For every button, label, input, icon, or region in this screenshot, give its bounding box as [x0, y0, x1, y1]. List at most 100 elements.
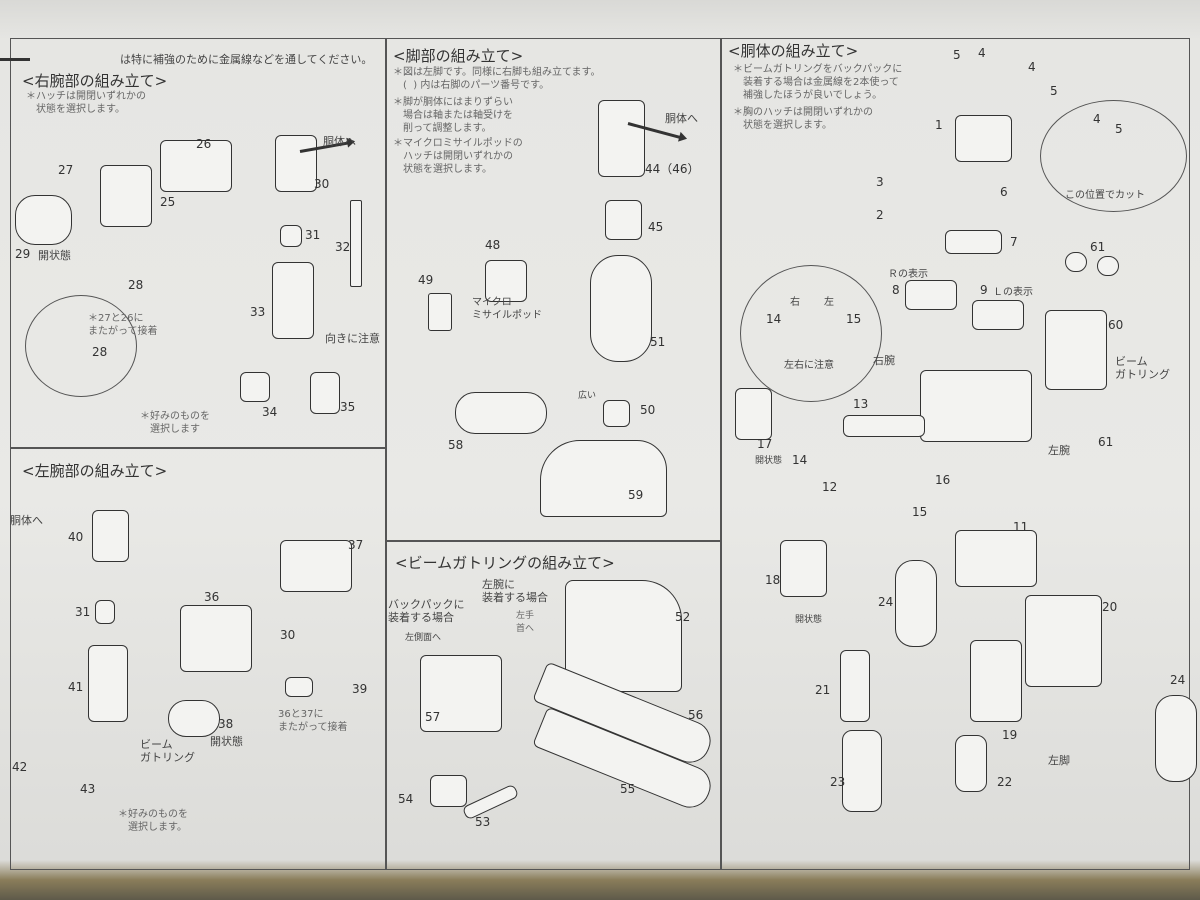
- part-drawing: [945, 230, 1002, 254]
- part-drawing: [603, 400, 630, 427]
- part-number: 6: [1000, 185, 1008, 199]
- detail-bubble: [740, 265, 882, 402]
- part-drawing: [272, 262, 314, 339]
- left-label: 左: [824, 297, 834, 308]
- part-number: 55: [620, 782, 636, 796]
- part-number: 23: [830, 775, 846, 789]
- part-number: 3: [876, 175, 884, 189]
- to-body-label: 胴体へ: [323, 135, 356, 148]
- part-drawing: [455, 392, 547, 434]
- part-number: 60: [1108, 318, 1124, 332]
- r-mark-label: Ｒの表示: [888, 269, 928, 280]
- part-number: 17: [757, 437, 773, 451]
- mount-target-label: 左側面へ: [405, 633, 442, 643]
- part-drawing: [428, 293, 452, 331]
- part-drawing: [100, 165, 152, 227]
- part-number: 4: [1028, 60, 1036, 74]
- part-number: 26: [196, 137, 212, 151]
- part-drawing: [1045, 310, 1107, 390]
- right-label: 右: [790, 297, 800, 308]
- part-number: 53: [475, 815, 491, 829]
- part-drawing: [485, 260, 527, 302]
- l-mark-label: Ｌの表示: [993, 287, 1033, 298]
- part-drawing: [598, 100, 645, 177]
- part-number: 5: [953, 48, 961, 62]
- part-number: 15: [912, 505, 928, 519]
- part-drawing: [972, 300, 1024, 330]
- column-divider: [385, 38, 387, 870]
- part-drawing: [15, 195, 72, 245]
- choice-note: ＊好みのものを 選択します。: [118, 809, 188, 833]
- missile-pod-label: マイクロ ミサイルポッド: [472, 297, 542, 321]
- part-number: 34: [262, 405, 278, 419]
- part-number: 42: [12, 760, 28, 774]
- choice-note: ＊好みのものを 選択します: [140, 411, 210, 435]
- wide-label: 広い: [578, 391, 597, 401]
- part-number: 43: [80, 782, 96, 796]
- part-number: 38: [218, 717, 234, 731]
- section-note: ＊ハッチは開閉いずれかの 状態を選択します。: [26, 91, 146, 115]
- part-number: 16: [935, 473, 951, 487]
- part-number: 33: [250, 305, 266, 319]
- part-number: 35: [340, 400, 356, 414]
- part-drawing: [540, 440, 667, 517]
- part-drawing: [955, 735, 987, 792]
- part-drawing: [905, 280, 957, 310]
- part-drawing: [310, 372, 340, 414]
- mount-label: バックパックに 装着する場合: [388, 598, 465, 624]
- part-number: 57: [425, 710, 441, 724]
- part-number: 61: [1098, 435, 1114, 449]
- part-number: 2: [876, 208, 884, 222]
- part-number: 4: [1093, 112, 1101, 126]
- column-divider: [720, 38, 722, 870]
- beam-gatling-label: ビーム ガトリング: [140, 738, 195, 764]
- part-drawing: [842, 730, 882, 812]
- hatch-label: 開状態: [795, 615, 823, 625]
- part-number: 48: [485, 238, 501, 252]
- part-number: 54: [398, 792, 414, 806]
- part-number: 31: [75, 605, 91, 619]
- part-drawing: [92, 510, 129, 562]
- part-number: 14: [792, 453, 808, 467]
- part-drawing: [350, 200, 362, 287]
- caution-label: 左右に注意: [784, 360, 834, 371]
- part-number: 8: [892, 283, 900, 297]
- part-number: 61: [1090, 240, 1106, 254]
- left-leg-label: 左脚: [1048, 754, 1070, 767]
- part-drawing: [843, 415, 925, 437]
- hatch-label: 開状態: [38, 249, 71, 262]
- part-drawing: [275, 135, 317, 192]
- mount-target-label: 左手 首へ: [516, 611, 535, 634]
- part-drawing: [1097, 256, 1119, 276]
- part-drawing: [605, 200, 642, 240]
- to-body-label: 胴体へ: [10, 514, 43, 527]
- left-arm-label: 左腕: [1048, 444, 1070, 457]
- part-number: 28: [128, 278, 144, 292]
- part-number: 18: [765, 573, 781, 587]
- part-number: 5: [1115, 122, 1123, 136]
- part-number: 12: [822, 480, 838, 494]
- section-divider: [10, 447, 385, 449]
- part-number: 39: [352, 682, 368, 696]
- part-number: 13: [853, 397, 869, 411]
- part-number: 52: [675, 610, 691, 624]
- part-number: 27: [58, 163, 74, 177]
- part-number: 7: [1010, 235, 1018, 249]
- section-title: <ビームガトリングの組み立て>: [395, 554, 615, 572]
- part-number: 37: [348, 538, 364, 552]
- part-drawing: [970, 640, 1022, 722]
- section-title: <胴体の組み立て>: [728, 42, 859, 60]
- section-title: <左腕部の組み立て>: [22, 462, 168, 480]
- section-title: <右腕部の組み立て>: [22, 72, 168, 90]
- detail-bubble: [25, 295, 137, 397]
- part-drawing: [1155, 695, 1197, 782]
- part-number: 19: [1002, 728, 1018, 742]
- part-number: 59: [628, 488, 644, 502]
- part-number: 58: [448, 438, 464, 452]
- part-drawing: [240, 372, 270, 402]
- hatch-label: 開状態: [755, 456, 783, 466]
- section-note: ＊胸のハッチは開閉いずれかの 状態を選択します。: [733, 107, 873, 131]
- part-drawing: [590, 255, 652, 362]
- part-number: 11: [1013, 520, 1029, 534]
- section-note: ＊ビームガトリングをバックパックに 装着する場合は金属線を2本使って 補強したほ…: [733, 64, 903, 101]
